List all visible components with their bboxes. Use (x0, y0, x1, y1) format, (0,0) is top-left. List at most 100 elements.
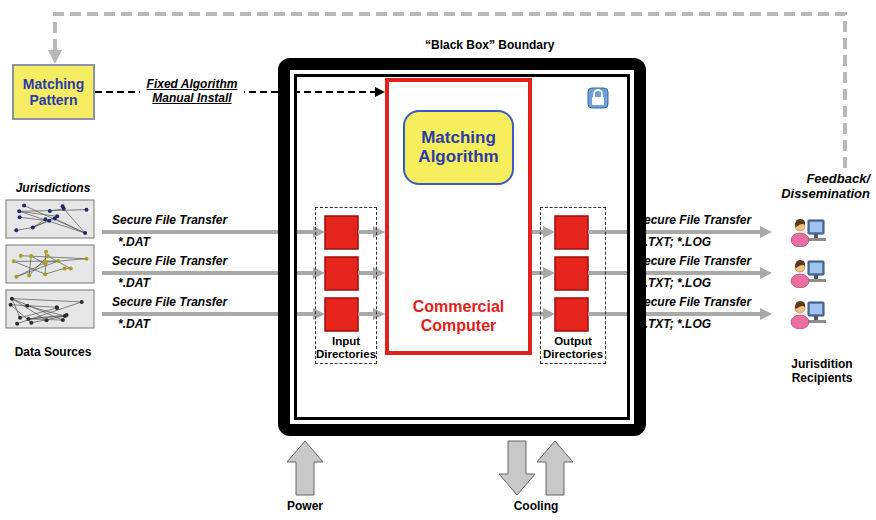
arrow-caption: Power (280, 500, 330, 514)
network-dot (45, 318, 49, 322)
network-dot (10, 297, 14, 301)
network-dot (27, 274, 31, 278)
network-dot (12, 259, 16, 263)
edge-label: Secure File Transfer (112, 296, 227, 310)
network-image (6, 245, 94, 283)
edge-label: Secure File Transfer (112, 214, 227, 228)
edge-label: Secure File Transfer (112, 255, 227, 269)
directory-square (555, 298, 588, 331)
node-text: Jurisdictions (4, 182, 102, 196)
node-text: Input Directories (316, 335, 376, 361)
person-icon (791, 219, 826, 247)
network-link (12, 299, 47, 321)
network-dot (18, 215, 22, 219)
connector-arrow (55, 14, 845, 168)
network-dot (65, 313, 69, 317)
network-scribble (12, 250, 89, 279)
network-images (6, 200, 94, 328)
directory-square (555, 216, 588, 249)
network-image (6, 290, 94, 328)
connector-arrow (358, 230, 379, 234)
output-directories: Output Directories (540, 207, 606, 364)
network-link (20, 217, 50, 220)
network-link (16, 227, 32, 230)
connector-arrow (358, 312, 379, 316)
network-link (29, 256, 31, 275)
pattern-box: Matching Pattern (12, 64, 95, 120)
network-link (11, 305, 32, 323)
recipient-group: Feedback/ DisseminationJurisdition Recip… (772, 168, 872, 388)
network-dot (83, 231, 87, 235)
connector-arrow (588, 312, 766, 316)
network-link (12, 299, 82, 302)
node-text: Feedback/ Dissemination (772, 172, 870, 202)
network-dot (29, 254, 33, 258)
edge-label: Secure File Transfer (636, 296, 751, 310)
network-dot (47, 219, 51, 223)
network-dot (18, 316, 22, 320)
file-type-label: *.DAT (118, 236, 150, 250)
network-scribble (9, 297, 84, 326)
network-dot (48, 209, 52, 213)
connector-arrow (358, 271, 379, 275)
network-dot (84, 208, 88, 212)
network-link (19, 211, 85, 233)
node-text: Jurisdition Recipients (772, 358, 872, 386)
computer-box: Commercial Computer Matching Algorithm (385, 78, 532, 355)
recipient-icons (791, 219, 826, 329)
network-dot (56, 259, 60, 263)
algorithm-box: Matching Algorithm (403, 110, 514, 185)
network-link (16, 261, 58, 277)
network-dot (22, 204, 26, 208)
directory-square (325, 216, 358, 249)
network-link (17, 302, 82, 324)
input-directories: Input Directories (315, 207, 377, 364)
network-link (11, 305, 57, 307)
arrow-caption: Cooling (506, 500, 566, 514)
lock-icon (588, 88, 608, 108)
network-dot (46, 254, 50, 258)
network-dot (55, 305, 59, 309)
network-link (16, 262, 46, 277)
file-type-label: *.DAT (118, 318, 150, 332)
network-dot (61, 318, 65, 322)
network-dot (43, 217, 47, 221)
network-dot (14, 228, 18, 232)
output-directory-squares (555, 216, 588, 331)
person-icon (791, 301, 826, 329)
network-link (46, 259, 86, 262)
network-dot (31, 225, 35, 229)
connector-arrow (588, 271, 766, 275)
network-scribble (14, 204, 88, 236)
cooling-arrows (499, 441, 573, 495)
edge-label: Secure File Transfer (636, 214, 751, 228)
file-type-label: *.TXT; *.LOG (640, 236, 711, 250)
network-dot (53, 217, 57, 221)
node-text: Matching Pattern (14, 76, 93, 108)
network-link (28, 315, 66, 319)
directory-square (325, 298, 358, 331)
input-directory-squares (325, 216, 358, 331)
file-type-label: *.DAT (118, 277, 150, 291)
connector-arrow (588, 230, 766, 234)
node-text: Data Sources (4, 346, 102, 360)
network-image (6, 200, 94, 238)
network-dot (29, 321, 33, 325)
network-dot (62, 266, 66, 270)
network-link (45, 268, 64, 274)
network-dot (62, 207, 66, 211)
node-text: Matching Algorithm (405, 128, 512, 167)
node-text: “Black Box” Boundary (425, 39, 554, 53)
network-dot (15, 322, 19, 326)
network-dot (44, 260, 48, 264)
edge-label: Fixed Algorithm Manual Install (140, 77, 244, 107)
node-text: Output Directories (541, 335, 605, 361)
node-text: Commercial Computer (389, 298, 528, 335)
network-dot (44, 250, 48, 254)
network-dot (9, 303, 13, 307)
network-dot (80, 300, 84, 304)
network-dot (43, 272, 47, 276)
network-dot (25, 304, 29, 308)
